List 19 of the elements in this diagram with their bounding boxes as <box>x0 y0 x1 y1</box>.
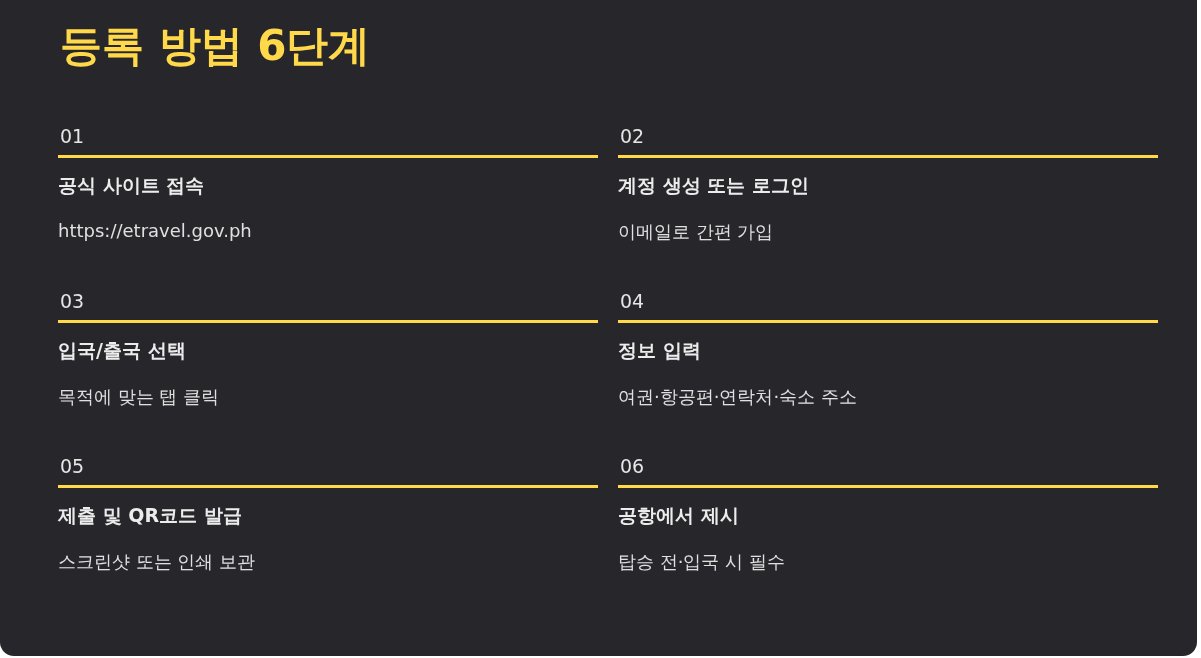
step-number: 05 <box>60 455 85 477</box>
step-description: https://etravel.gov.ph <box>58 220 252 241</box>
step-number: 01 <box>60 125 85 147</box>
step-heading: 공항에서 제시 <box>618 503 739 528</box>
step-description: 목적에 맞는 탭 클릭 <box>58 385 220 409</box>
step-description: 이메일로 간편 가입 <box>618 220 774 244</box>
step-heading: 계정 생성 또는 로그인 <box>618 173 809 198</box>
step-heading: 정보 입력 <box>618 338 701 363</box>
step-number: 04 <box>620 290 645 312</box>
step-heading: 입국/출국 선택 <box>58 338 186 363</box>
step-number: 06 <box>620 455 645 477</box>
step-heading: 공식 사이트 접속 <box>58 173 205 198</box>
page-title: 등록 방법 6단계 <box>60 20 371 72</box>
step-description: 여권·항공편·연락처·숙소 주소 <box>618 385 857 409</box>
step-description: 스크린샷 또는 인쇄 보관 <box>58 550 256 574</box>
step-number: 02 <box>620 125 645 147</box>
step-description: 탑승 전·입국 시 필수 <box>618 550 785 574</box>
step-heading: 제출 및 QR코드 발급 <box>58 503 242 528</box>
step-number: 03 <box>60 290 85 312</box>
